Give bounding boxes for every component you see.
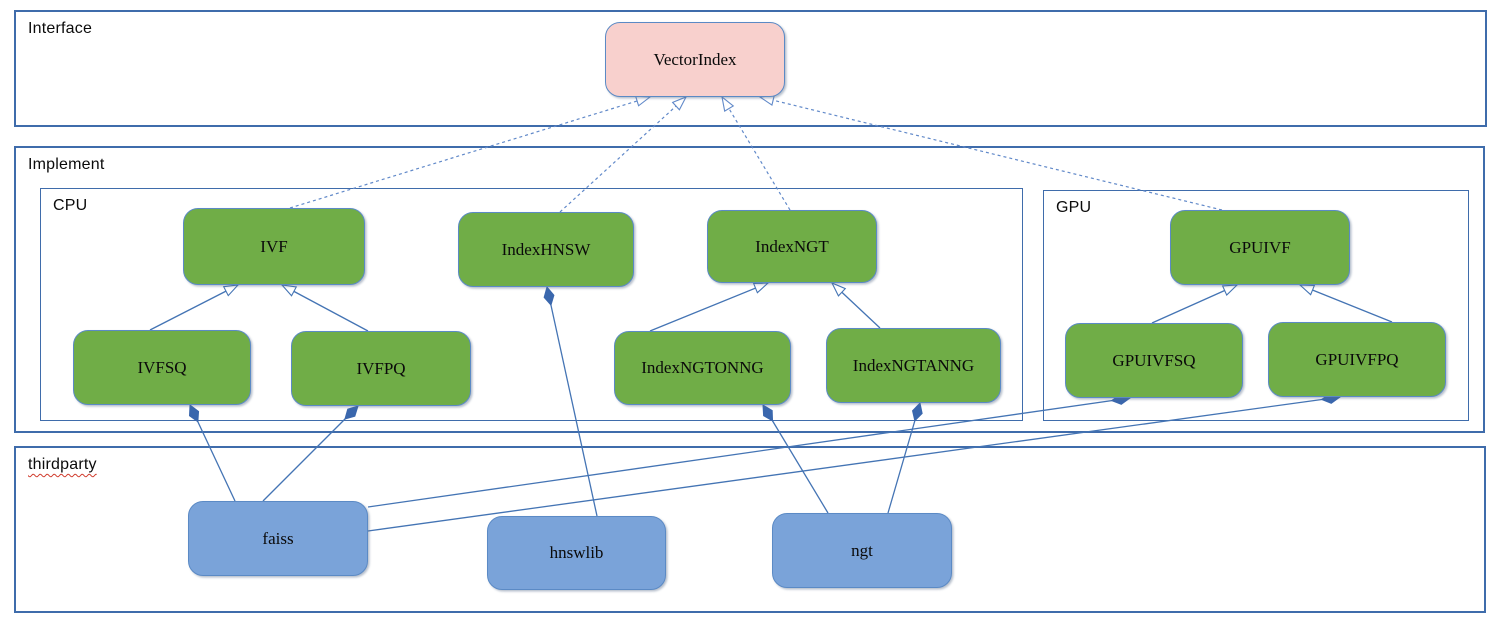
edge-generalization-ivfpq-ivf	[282, 285, 369, 332]
container-cpu: CPU	[40, 188, 1023, 421]
node-ivf-label: IVF	[260, 236, 288, 256]
node-indexngt-label: IndexNGT	[755, 236, 829, 256]
edge-generalization-indexngtonng-indexngt	[649, 282, 768, 332]
edge-realization-indexhnsw-vectorindex	[559, 97, 686, 213]
edge-generalization-gpuivfsq-gpuivf	[1151, 285, 1237, 324]
node-gpuivfsq-label: GPUIVFSQ	[1112, 350, 1196, 370]
node-gpuivf-label: GPUIVF	[1229, 237, 1291, 257]
node-hnswlib: hnswlib	[487, 516, 666, 590]
edge-realization-gpuivf-vectorindex	[760, 97, 1223, 211]
edge-generalization-ivfsq-ivf	[149, 285, 238, 331]
container-cpu-label: CPU	[53, 197, 88, 214]
container-gpu-label: GPU	[1056, 199, 1092, 216]
edge-generalization-indexngtanng-indexngt	[832, 283, 881, 329]
edge-composition-faiss-ivfpq	[262, 406, 358, 502]
edge-composition-faiss-gpuivfsq	[367, 398, 1130, 508]
node-indexngtonng-label: IndexNGTONNG	[641, 358, 764, 377]
container-implement-label: Implement	[28, 156, 105, 173]
node-ngt: ngt	[772, 513, 952, 588]
node-indexngtonng: IndexNGTONNG	[614, 331, 791, 405]
container-gpu: GPU	[1043, 190, 1469, 421]
node-ivfsq-label: IVFSQ	[137, 357, 187, 377]
node-ngt-label: ngt	[851, 540, 873, 560]
edge-generalization-gpuivfpq-gpuivf	[1300, 284, 1393, 323]
node-ivfpq-label: IVFPQ	[356, 358, 406, 378]
node-faiss-label: faiss	[262, 528, 294, 548]
node-vectorindex: VectorIndex	[605, 22, 785, 97]
node-indexhnsw-label: IndexHNSW	[501, 239, 591, 259]
node-indexhnsw: IndexHNSW	[458, 212, 634, 287]
edge-realization-indexngt-vectorindex	[722, 97, 791, 211]
node-indexngtanng: IndexNGTANNG	[826, 328, 1001, 403]
node-gpuivf: GPUIVF	[1170, 210, 1350, 285]
node-ivf: IVF	[183, 208, 365, 285]
edge-composition-faiss-gpuivfpq	[367, 397, 1340, 532]
node-hnswlib-label: hnswlib	[549, 543, 604, 562]
node-faiss: faiss	[188, 501, 368, 576]
node-indexngtanng-label: IndexNGTANNG	[852, 355, 975, 375]
node-ivfpq: IVFPQ	[291, 331, 471, 406]
edge-composition-ngt-indexngtanng	[887, 403, 920, 514]
edge-composition-hnswlib-indexhnsw	[547, 287, 598, 517]
node-gpuivfsq: GPUIVFSQ	[1065, 323, 1243, 398]
edge-composition-faiss-ivfsq	[190, 405, 236, 502]
edge-realization-ivf-vectorindex	[289, 97, 650, 209]
node-vectorindex-label: VectorIndex	[653, 49, 737, 69]
node-indexngt: IndexNGT	[707, 210, 877, 283]
node-gpuivfpq: GPUIVFPQ	[1268, 322, 1446, 397]
edge-composition-ngt-indexngtonng	[762, 405, 829, 514]
node-ivfsq: IVFSQ	[73, 330, 251, 405]
container-thirdparty-label: thirdparty	[28, 456, 97, 473]
container-interface-label: Interface	[28, 20, 93, 37]
node-gpuivfpq-label: GPUIVFPQ	[1315, 349, 1399, 369]
